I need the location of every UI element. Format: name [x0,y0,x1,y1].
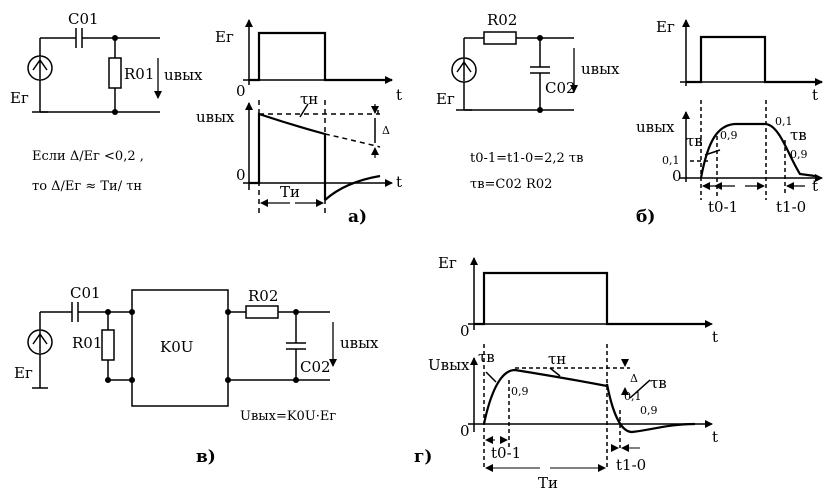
pulse-width-a: Tи [280,183,300,201]
label-eg-b: Eг [436,90,455,108]
delta-g: Δ [630,372,638,385]
tau-n-g: τн [548,350,566,368]
t10-b: t1-0 [776,198,806,216]
label-r02-v: R02 [248,287,278,305]
label-uout-a: uвых [164,66,203,84]
plot-g-bottom [468,344,713,470]
delta-a: Δ [382,124,390,137]
pulse-b-top [686,35,822,84]
level-09-right-b: 0,9 [790,148,808,161]
xlabel-g-bottom: t [712,428,718,446]
label-amp-v: K0U [160,338,193,356]
amplifier-block [131,289,229,407]
label-r01-a: R01 [124,65,154,83]
note-a-line2: то Δ/Eг ≈ Tи/ τн [32,179,142,194]
caption-b: б) [636,207,655,227]
label-c01-a: C01 [68,10,99,28]
label-c02-b: C02 [545,79,576,97]
tau-rise-b: τв [686,132,703,150]
circuit-a-dots [112,35,118,115]
ylabel-b-top: Eг [656,18,675,36]
xlabel-a-top: t [396,86,402,104]
level-09a-g: 0,9 [511,385,529,398]
level-01-right-b: 0,1 [775,115,793,128]
label-c01-v: C01 [70,284,101,302]
circuit-v [27,289,330,407]
xlabel-b-top: t [812,86,818,104]
circuit-b [451,31,574,111]
resistor-r01-v [101,329,115,361]
t01-g: t0-1 [491,444,521,462]
caption-g: г) [414,447,432,467]
label-eg-v: Eг [14,364,33,382]
level-01-left-b: 0,1 [662,154,680,167]
plot-b-top [680,19,823,86]
xlabel-b-bottom: t [812,177,818,195]
ylabel-g-top: Eг [438,254,457,272]
resistor-r02-b [483,31,517,45]
xlabel-a-bottom: t [396,173,402,191]
tau-b2-g: τв [650,374,667,392]
circuit-a [27,28,160,113]
tau-n-a: τн [300,90,318,108]
t01-b: t0-1 [708,198,738,216]
label-c02-v: C02 [300,358,331,376]
formula-b2: τв=C02 R02 [470,177,552,192]
resistor-r02-v [245,305,279,319]
plot-g-top [468,257,713,330]
origin-a-bottom: 0 [236,166,246,184]
label-r01-v: R01 [72,334,102,352]
t10-g: t1-0 [616,456,646,474]
plot-a-top [243,19,393,85]
plot-b-bottom [680,100,823,200]
plot-a-bottom [243,100,393,214]
caption-a: а) [348,207,367,227]
response-g [482,368,696,434]
ylabel-a-bottom: uвых [196,108,235,126]
note-a-line1: Если Δ/Eг <0,2 , [32,149,144,164]
xlabel-g-top: t [712,328,718,346]
label-uout-v: uвых [340,334,379,352]
formula-b1: t0-1=t1-0=2,2 τв [470,151,583,166]
origin-a-top: 0 [236,82,246,100]
formula-v: Uвых=K0U·Eг [240,409,336,424]
label-uout-b: uвых [581,60,620,78]
label-eg-a: Eг [10,89,29,107]
ylabel-a-top: Eг [215,28,234,46]
origin-g-top: 0 [460,322,470,340]
level-01-g: 0,1 [624,390,642,403]
level-09-left-b: 0,9 [720,129,738,142]
origin-b-bottom: 0 [672,167,682,185]
tau-fall-b: τв [790,126,807,144]
pulse-a-top [249,31,392,82]
ylabel-g-bottom: Uвых [428,356,470,374]
resistor-r01-a [108,57,122,89]
label-r02-b: R02 [487,11,517,29]
ylabel-b-bottom: uвых [636,118,675,136]
level-09b-g: 0,9 [640,404,658,417]
tau-b1-g: τв [478,348,495,366]
pulse-g-top [474,271,710,326]
origin-g-bottom: 0 [460,422,470,440]
caption-v: в) [196,447,216,467]
pulse-width-g: Tи [538,474,558,492]
